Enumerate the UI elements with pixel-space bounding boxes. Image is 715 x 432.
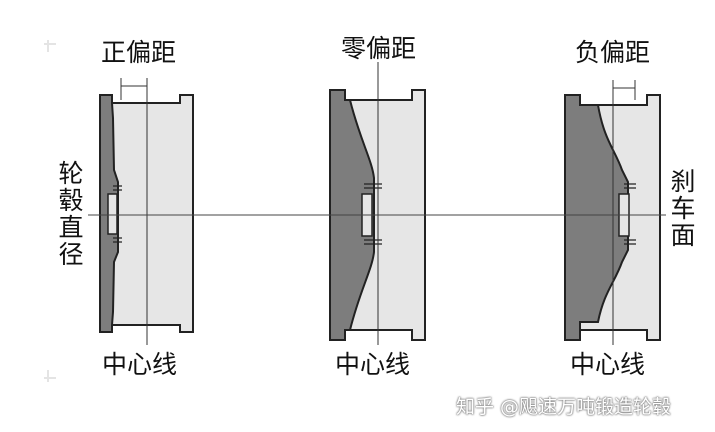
wheel-negative-offset — [564, 80, 661, 345]
centerline-label-3: 中心线 — [570, 350, 646, 379]
bolt-marks — [364, 183, 382, 245]
centerline-label-2: 中心线 — [335, 350, 411, 379]
watermark: 知乎 @飓速万吨锻造轮毂 — [456, 396, 672, 418]
disc-dark — [564, 94, 629, 341]
bolt-marks — [624, 183, 636, 245]
centerline-label-1: 中心线 — [102, 350, 178, 379]
zero-offset-label: 零偏距 — [341, 34, 417, 63]
wheel-positive-offset — [99, 78, 194, 345]
positive-offset-label: 正偏距 — [101, 38, 177, 67]
brake-surface-label: 刹车面 — [670, 167, 696, 250]
bolt-marks — [113, 185, 122, 243]
wheel-zero-offset — [329, 62, 426, 345]
hub-diameter-label: 轮毂直径 — [58, 159, 84, 269]
negative-offset-label: 负偏距 — [575, 38, 651, 67]
hub-bore — [107, 193, 118, 235]
corner-mark-top-left — [44, 40, 56, 52]
corner-mark-bottom-left — [44, 370, 56, 382]
